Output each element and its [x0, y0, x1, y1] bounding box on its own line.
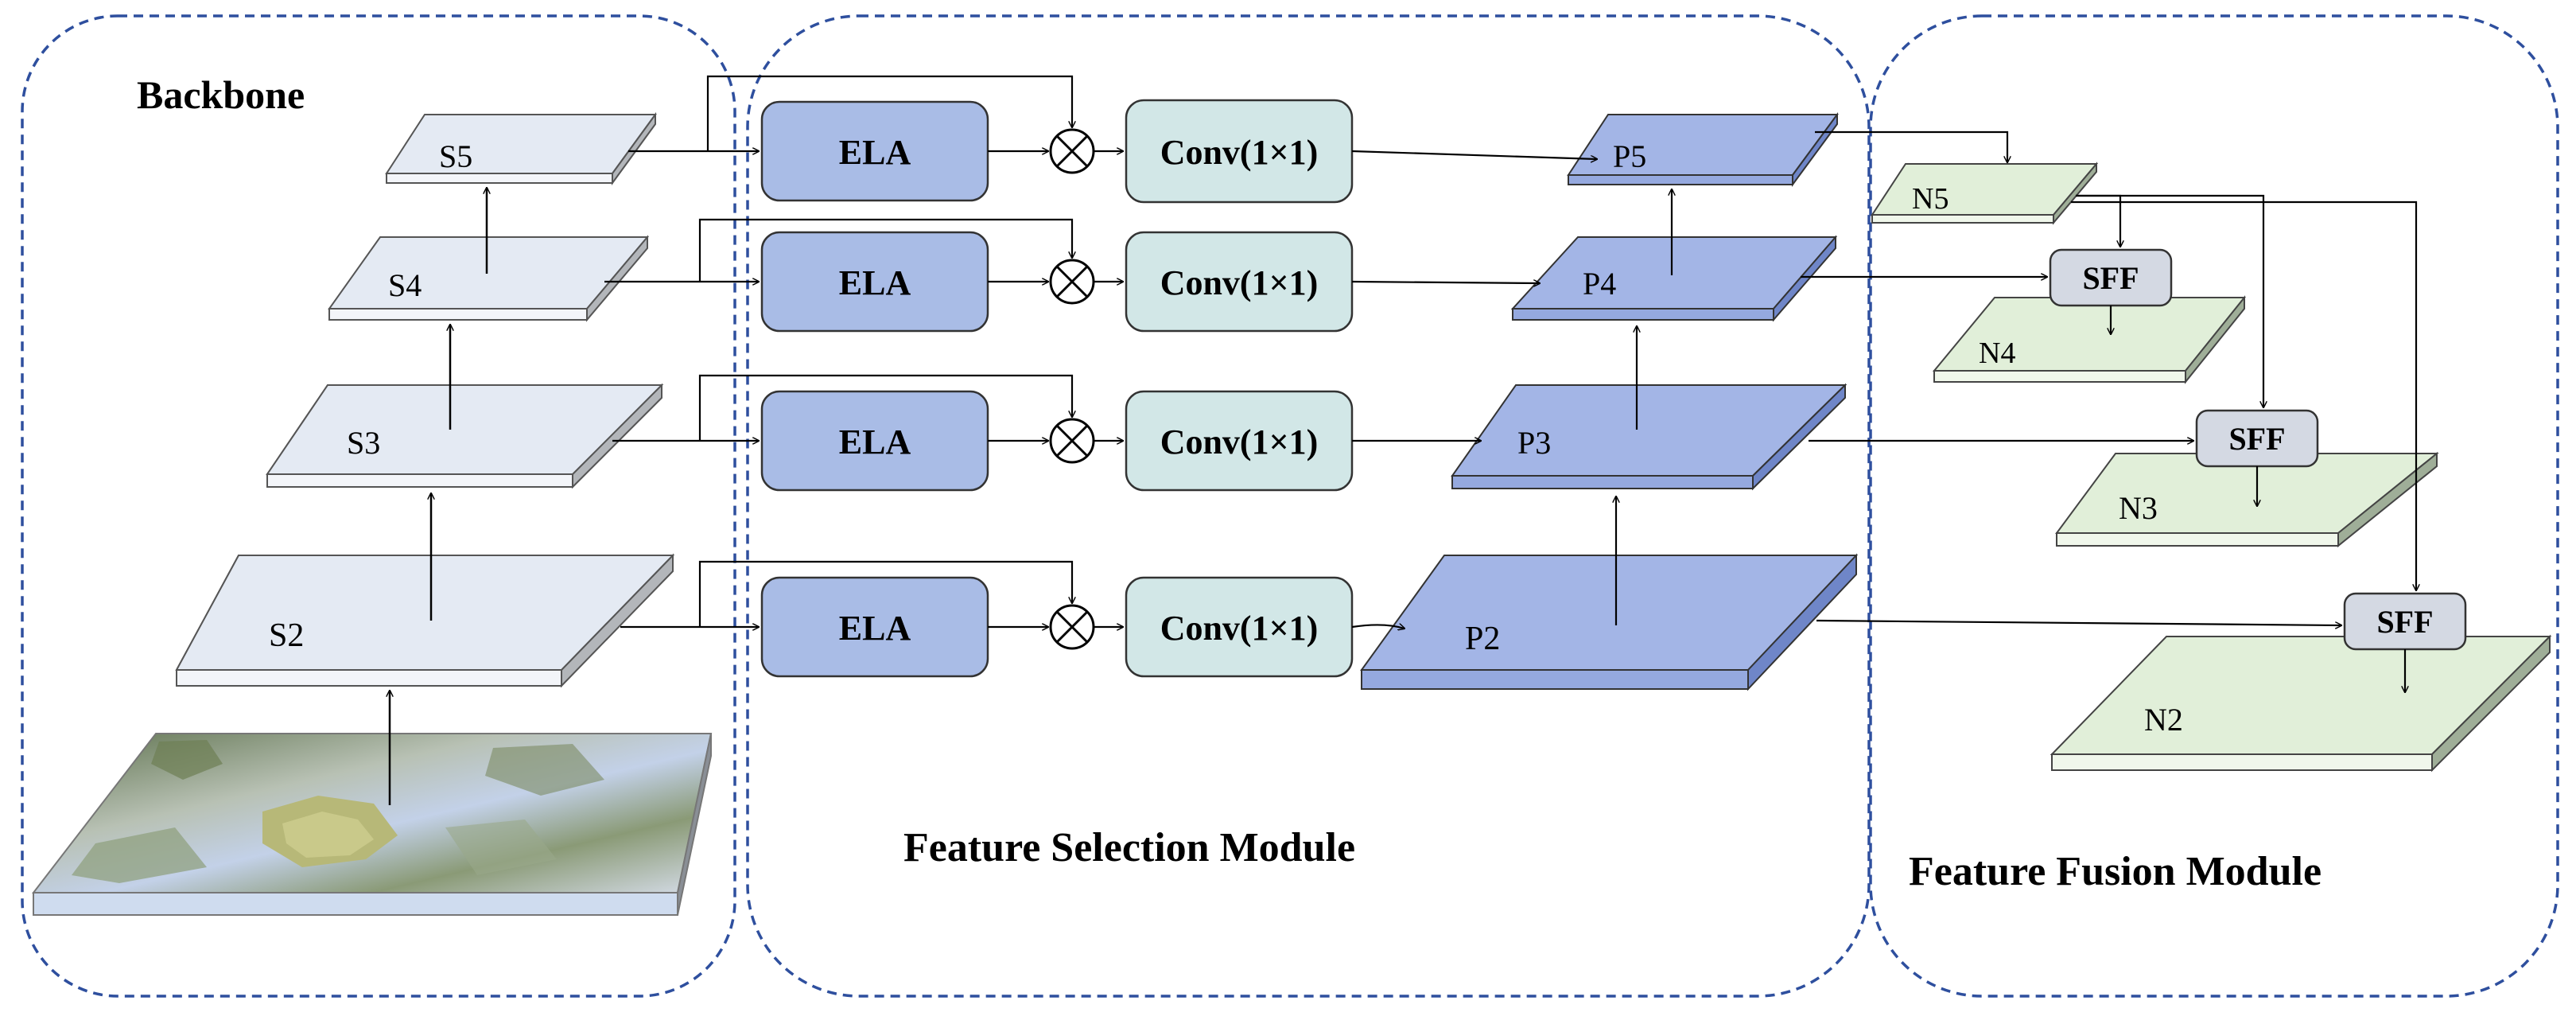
ela-box-s4: ELA — [760, 231, 989, 333]
selection-connectors — [604, 75, 1123, 627]
sff-box-n2: SFF — [2343, 592, 2467, 651]
fusion-connectors — [1801, 130, 2416, 692]
fusion-plate-n2: N2 — [2050, 634, 2552, 773]
conv-box-s4: Conv(1×1) — [1125, 231, 1354, 333]
fusion-plate-n5: N5 — [1871, 162, 2099, 225]
p4-label: P4 — [1583, 266, 1616, 302]
backbone-plate-s5: S5 — [385, 111, 657, 186]
ela-box-s2: ELA — [760, 576, 989, 678]
s5-label: S5 — [439, 138, 472, 174]
svg-text:Conv(1×1): Conv(1×1) — [1160, 263, 1319, 302]
backbone-up-arrows — [390, 188, 487, 805]
svg-text:SFF: SFF — [2376, 604, 2433, 640]
conv-box-s5: Conv(1×1) — [1125, 99, 1354, 204]
fusion-title: Feature Fusion Module — [1909, 849, 2322, 894]
n4-label: N4 — [1979, 337, 2015, 370]
pyramid-plate-p2: P2 — [1360, 553, 1859, 691]
svg-text:ELA: ELA — [839, 609, 911, 648]
backbone-plate-s3: S3 — [266, 383, 664, 489]
svg-text:SFF: SFF — [2228, 421, 2285, 457]
selection-title: Feature Selection Module — [903, 825, 1355, 870]
svg-text:Conv(1×1): Conv(1×1) — [1160, 422, 1319, 461]
sff-box-n3: SFF — [2195, 409, 2319, 468]
fusion-plate-n3: N3 — [2055, 451, 2439, 548]
s2-label: S2 — [269, 617, 304, 654]
sff-box-n4: SFF — [2049, 248, 2173, 307]
svg-text:ELA: ELA — [839, 422, 911, 461]
n5-label: N5 — [1912, 182, 1949, 216]
selection-module-frame — [746, 14, 1871, 998]
conv-box-s2: Conv(1×1) — [1125, 576, 1354, 678]
pyramid-plate-p4: P4 — [1510, 235, 1838, 322]
backbone-module-frame — [21, 14, 736, 998]
backbone-plate-s4: S4 — [328, 235, 650, 322]
pyramid-plate-p5: P5 — [1567, 111, 1839, 188]
backbone-plate-s2: S2 — [175, 553, 675, 688]
pyramid-plate-p3: P3 — [1451, 383, 1847, 491]
multiply-nodes — [1049, 128, 1095, 650]
conv-box-s3: Conv(1×1) — [1125, 390, 1354, 492]
n2-label: N2 — [2144, 702, 2183, 738]
backbone-title: Backbone — [137, 72, 305, 117]
svg-text:ELA: ELA — [839, 263, 911, 302]
p5-label: P5 — [1613, 138, 1646, 174]
s3-label: S3 — [347, 425, 380, 461]
ela-box-s3: ELA — [760, 390, 989, 492]
svg-text:SFF: SFF — [2082, 260, 2139, 296]
svg-text:Conv(1×1): Conv(1×1) — [1160, 133, 1319, 172]
p2-label: P2 — [1465, 621, 1500, 657]
ela-box-s5: ELA — [760, 100, 989, 202]
s4-label: S4 — [388, 267, 422, 303]
fusion-module-frame — [1869, 14, 2559, 998]
input-image — [31, 733, 713, 916]
n3-label: N3 — [2119, 490, 2158, 526]
pyramid-connectors — [1351, 150, 1672, 629]
p3-label: P3 — [1517, 425, 1551, 461]
svg-text:Conv(1×1): Conv(1×1) — [1160, 609, 1319, 648]
fusion-plate-n4: N4 — [1932, 295, 2247, 384]
svg-text:ELA: ELA — [839, 133, 911, 172]
